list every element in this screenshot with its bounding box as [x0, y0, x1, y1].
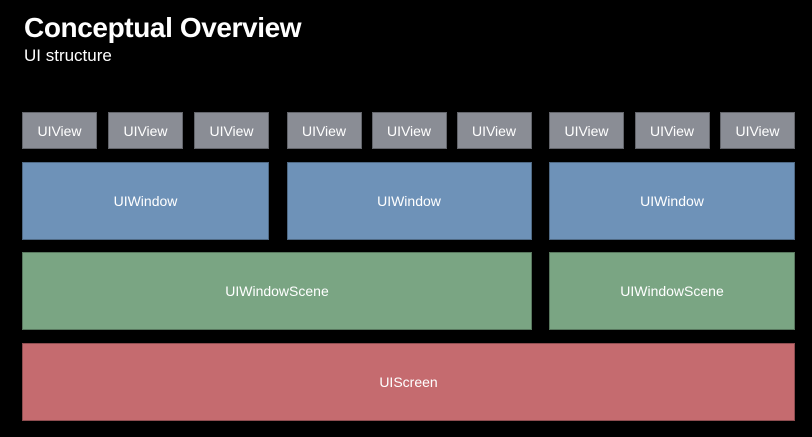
uiscreen-row: UIScreen [22, 343, 795, 421]
uiview-group-2: UIView UIView UIView [286, 112, 532, 149]
uiview-row: UIView UIView UIView UIView UIView UIVie… [22, 112, 795, 149]
uiwindow-row: UIWindow UIWindow UIWindow [22, 162, 795, 240]
uiwindow-box: UIWindow [549, 162, 795, 240]
uiview-box: UIView [371, 112, 447, 149]
slide-header: Conceptual Overview UI structure [24, 11, 302, 66]
uiview-box: UIView [456, 112, 532, 149]
uiview-box: UIView [22, 112, 97, 149]
uiview-box: UIView [108, 112, 183, 149]
uiview-box: UIView [286, 112, 362, 149]
ui-structure-diagram: UIView UIView UIView UIView UIView UIVie… [22, 112, 795, 421]
uiwindowscene-row: UIWindowScene UIWindowScene [22, 252, 795, 330]
uiwindow-box: UIWindow [22, 162, 269, 240]
uiview-box: UIView [194, 112, 269, 149]
uiwindowscene-box: UIWindowScene [22, 252, 532, 330]
uiscreen-box: UIScreen [22, 343, 795, 421]
uiview-box: UIView [720, 112, 795, 149]
uiview-group-3: UIView UIView UIView [549, 112, 795, 149]
uiview-box: UIView [634, 112, 710, 149]
uiwindowscene-box: UIWindowScene [549, 252, 795, 330]
page-subtitle: UI structure [24, 46, 112, 65]
page-title: Conceptual Overview [24, 12, 302, 43]
uiview-group-1: UIView UIView UIView [22, 112, 269, 149]
uiview-box: UIView [549, 112, 624, 149]
uiwindow-box: UIWindow [286, 162, 532, 240]
